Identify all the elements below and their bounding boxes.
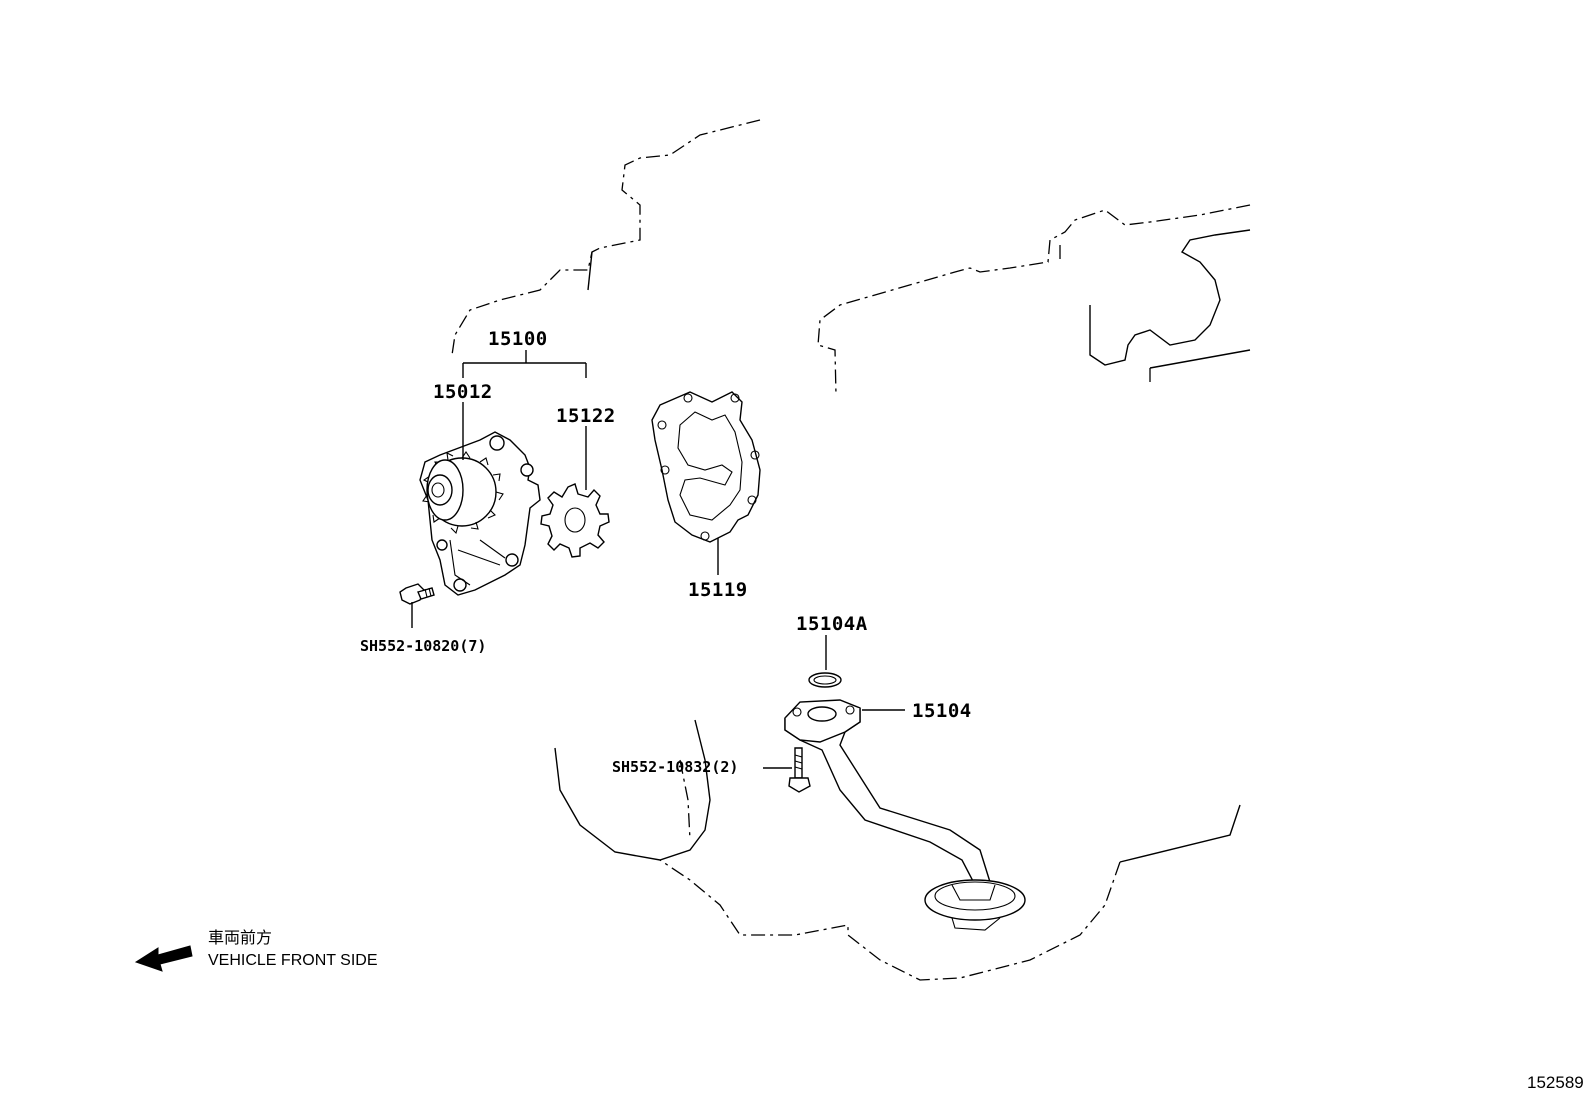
label-15119: 15119 (688, 579, 748, 601)
direction-japanese: 車両前方 (208, 929, 272, 947)
engine-block-outline (451, 119, 1251, 981)
strainer-bolt-drawing (788, 747, 811, 793)
label-strainer-bolt: SH552-10832(2) (612, 758, 738, 776)
direction-english: VEHICLE FRONT SIDE (208, 952, 378, 969)
oil-strainer-drawing (784, 699, 1026, 931)
leader-lines (411, 350, 905, 769)
label-15012: 15012 (433, 381, 493, 403)
label-15104a: 15104A (796, 613, 868, 635)
diagram-id: 152589 (1527, 1073, 1584, 1092)
strainer-gasket-drawing (808, 672, 842, 688)
label-15104: 15104 (912, 700, 972, 722)
label-15122: 15122 (556, 405, 616, 427)
driven-rotor-drawing (540, 483, 610, 558)
label-15100: 15100 (488, 328, 548, 350)
gasket-drawing (651, 391, 761, 543)
left-arrow-icon (134, 945, 193, 972)
label-pump-bolt: SH552-10820(7) (360, 637, 486, 655)
oil-pump-body-drawing (419, 431, 541, 596)
pump-bolt-drawing (399, 583, 435, 605)
vehicle-direction-indicator: 車両前方 VEHICLE FRONT SIDE (134, 929, 378, 972)
